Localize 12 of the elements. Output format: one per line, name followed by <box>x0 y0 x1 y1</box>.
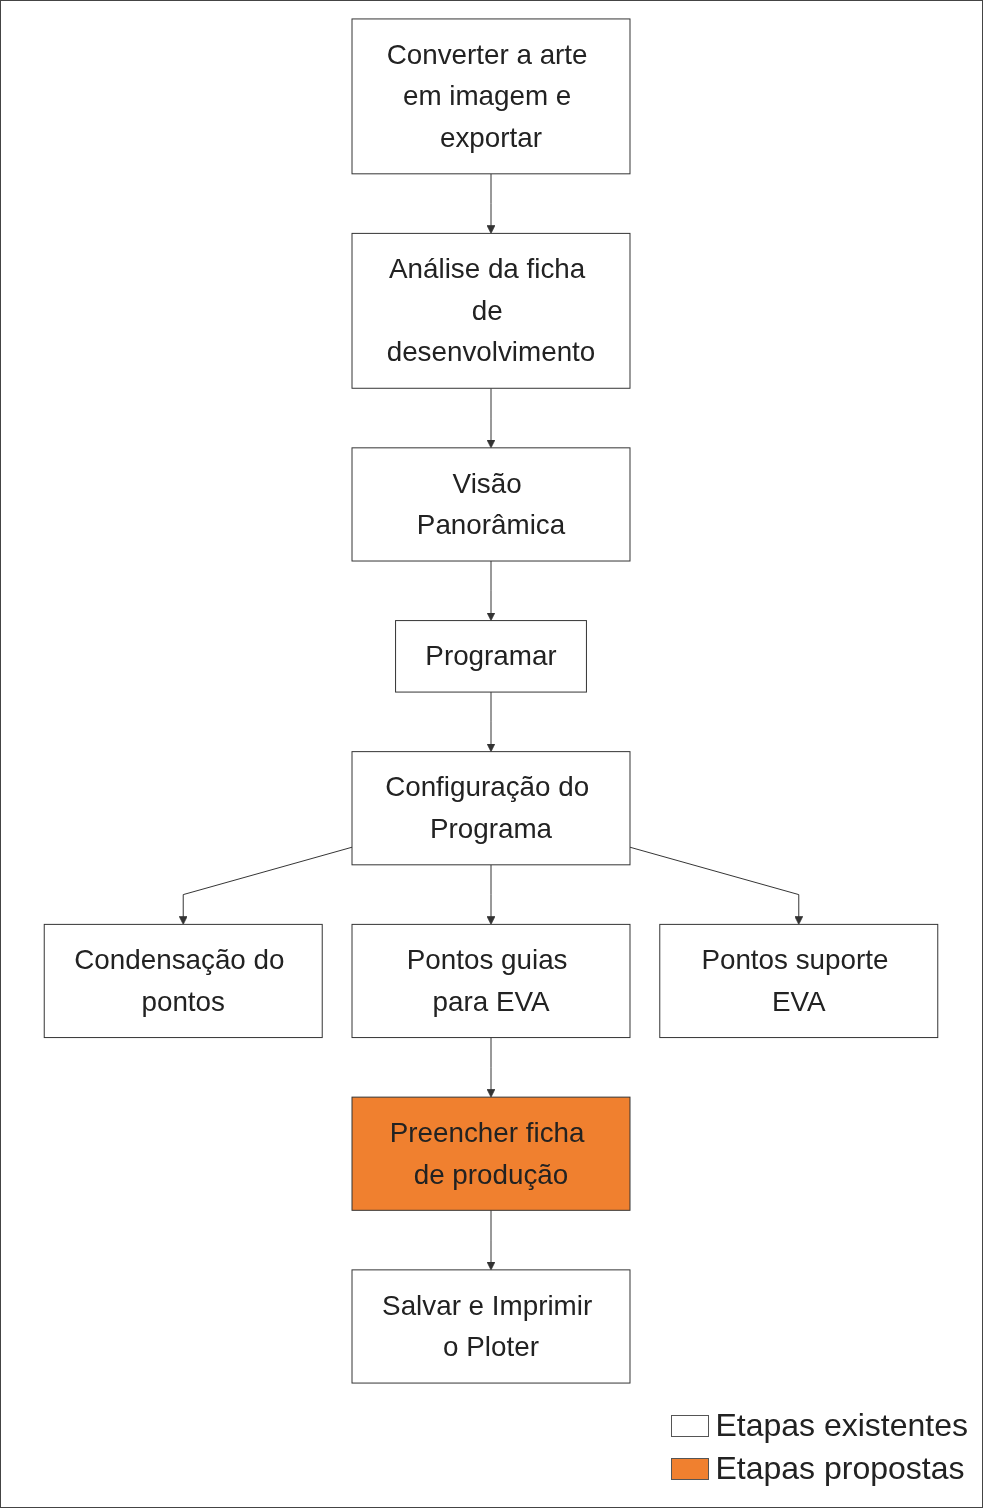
node-box: Visão Panorâmica <box>351 447 631 562</box>
node-box: Condensação do pontos <box>43 923 323 1039</box>
node-box: Salvar e Imprimir o Ploter <box>351 1269 631 1384</box>
legend-label: Etapas propostas <box>715 1450 965 1487</box>
legend-label: Etapas existentes <box>715 1407 968 1444</box>
node-box: Análise da ficha de desenvolvimento <box>351 232 631 389</box>
node-box: Preencher ficha de produção <box>351 1096 631 1211</box>
node-box: Programar <box>395 620 587 693</box>
node-box: Pontos suporte EVA <box>659 923 939 1039</box>
node-box: Converter a arte em imagem e exportar <box>351 18 631 175</box>
node-box: Pontos guias para EVA <box>351 923 631 1039</box>
node-box: Configuração do Programa <box>351 751 631 866</box>
